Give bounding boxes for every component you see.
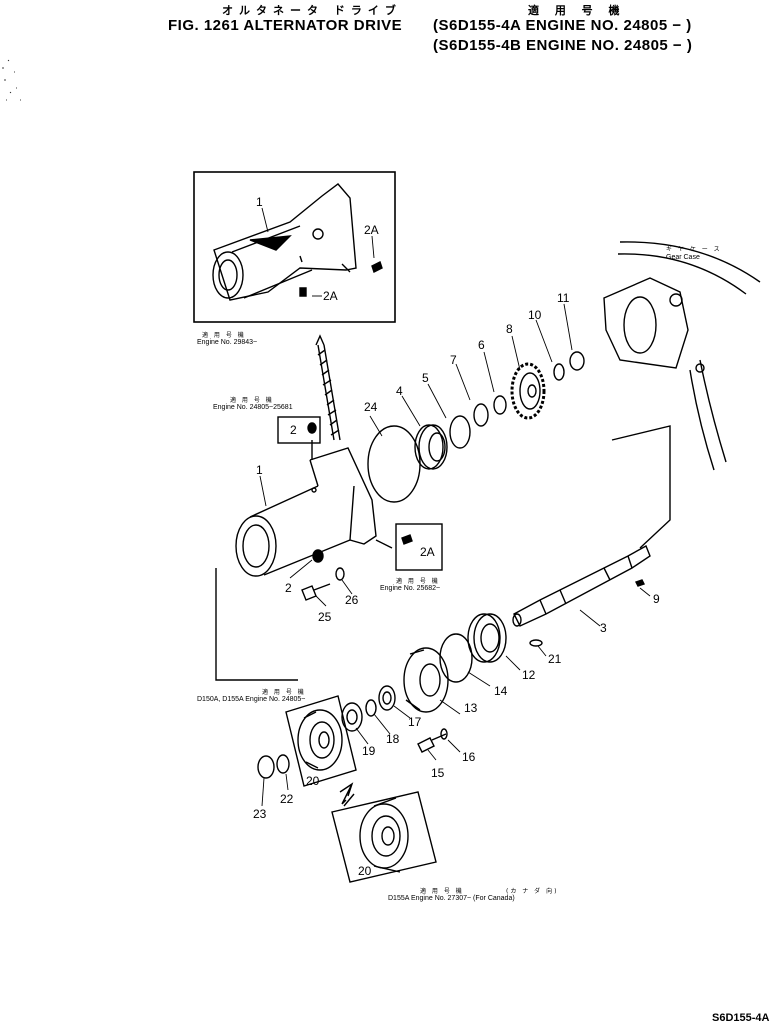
washer-10 (553, 363, 565, 381)
bearing-12 (467, 613, 507, 663)
pulley-20-canada (359, 797, 409, 873)
part-label-9: 9 (653, 592, 660, 606)
part-label-24: 24 (364, 400, 378, 414)
canada-note-jp: 適 用 号 機 (420, 888, 464, 895)
applicability-line-1: (S6D155-4A ENGINE NO. 24805 − ) (433, 17, 692, 34)
part-label-2a-inset-b: 2A (323, 289, 338, 303)
part-label-5: 5 (422, 371, 429, 385)
part-label-10: 10 (528, 308, 542, 322)
pulley-leader (215, 568, 298, 681)
inset-note-engine: Engine No. 29843~ (197, 339, 258, 346)
gear-case-label: Gear Case (666, 254, 700, 261)
part-label-4: 4 (396, 384, 403, 398)
gear-case (603, 241, 761, 471)
footer-code: S6D155-4A (712, 1012, 770, 1024)
part-label-2: 2 (285, 581, 292, 595)
seal-17 (378, 685, 396, 711)
part-label-8: 8 (506, 322, 513, 336)
o-ring-14 (439, 633, 473, 683)
title-jp: オルタネータ ドライブ (222, 4, 402, 17)
callout-box-2 (277, 416, 321, 444)
part-label-3: 3 (600, 621, 607, 635)
part-label-17: 17 (408, 715, 422, 729)
hatched-arrow (315, 334, 341, 441)
figure-title: FIG. 1261 ALTERNATOR DRIVE (168, 17, 403, 34)
part-label-14: 14 (494, 684, 508, 698)
part-label-26: 26 (345, 593, 359, 607)
key-9 (635, 579, 645, 587)
ring-18 (365, 699, 377, 717)
part-label-12: 12 (522, 668, 536, 682)
main-housing (235, 440, 377, 577)
pulley-note-engine: D150A, D155A Engine No. 24805~ (197, 696, 306, 703)
inset-fitting-2a (371, 261, 383, 273)
callout-box-2a (395, 523, 443, 571)
washer-7 (473, 403, 489, 427)
bolt-25 (301, 583, 331, 601)
pin-21 (529, 639, 543, 647)
pulley-20 (297, 709, 343, 771)
fitting-2a-box (401, 534, 413, 545)
pulley-box-2 (331, 791, 437, 883)
canada-note-jp-2: (カ ナ ダ 向) (506, 888, 559, 895)
part-label-7: 7 (450, 353, 457, 367)
o-ring-24 (367, 425, 421, 503)
part-label-2-box: 2 (290, 423, 297, 437)
nut-23 (257, 755, 275, 779)
canada-note-engine: D155A Engine No. 27307~ (For Canada) (388, 895, 515, 902)
part-label-2a-box: 2A (420, 545, 435, 559)
inset-note-jp: 適 用 号 機 (202, 332, 246, 339)
part-label-13: 13 (464, 701, 478, 715)
bearing-4 (414, 424, 448, 470)
note-2-engine: Engine No. 24805~25681 (213, 404, 293, 411)
part-label-15: 15 (431, 766, 445, 780)
part-label-22: 22 (280, 792, 294, 806)
part-label-1-inset: 1 (256, 195, 263, 209)
pulley-note-jp: 適 用 号 機 (262, 689, 306, 696)
washer-26 (335, 567, 345, 581)
part-label-11: 11 (557, 291, 570, 305)
double-arrow (339, 782, 355, 807)
note-2-jp: 適 用 号 機 (230, 397, 274, 404)
number-leaders (259, 207, 651, 807)
shaft-3 (512, 545, 651, 627)
part-label-23: 23 (253, 807, 267, 821)
part-label-21: 21 (548, 652, 562, 666)
part-label-25: 25 (318, 610, 332, 624)
leader-2a (375, 539, 393, 549)
nut-11 (569, 351, 585, 371)
note-2a-engine: Engine No. 25682~ (380, 585, 441, 592)
washer-22 (276, 754, 290, 774)
note-2a-jp: 適 用 号 機 (396, 578, 440, 585)
inset-box (193, 171, 396, 323)
applicability-line-2: (S6D155-4B ENGINE NO. 24805 − ) (433, 37, 693, 54)
gear-8 (510, 362, 546, 420)
bearing-19 (341, 702, 363, 732)
part-label-6: 6 (478, 338, 485, 352)
bolt-15 (417, 733, 447, 753)
fitting-2-box (307, 422, 317, 434)
part-label-20: 20 (306, 774, 320, 788)
part-label-20-canada: 20 (358, 864, 372, 878)
part-label-16: 16 (462, 750, 476, 764)
inset-fitting-2a-b (299, 287, 307, 297)
washer-16 (440, 728, 448, 740)
lock-6 (493, 395, 507, 415)
part-label-2a-inset: 2A (364, 223, 379, 237)
part-label-1: 1 (256, 463, 263, 477)
fitting-2 (312, 549, 324, 563)
applicable-jp: 適 用 号 機 (528, 4, 626, 17)
gear-case-jp: ギ ヤ ケ ー ス (666, 246, 722, 253)
snap-ring-5 (449, 415, 471, 449)
part-label-19: 19 (362, 744, 376, 758)
scan-noise (2, 59, 21, 101)
shaft-leader (611, 425, 671, 549)
cover-13 (403, 647, 449, 713)
pulley-box-1 (285, 695, 357, 787)
inset-housing (212, 183, 357, 301)
part-label-18: 18 (386, 732, 400, 746)
